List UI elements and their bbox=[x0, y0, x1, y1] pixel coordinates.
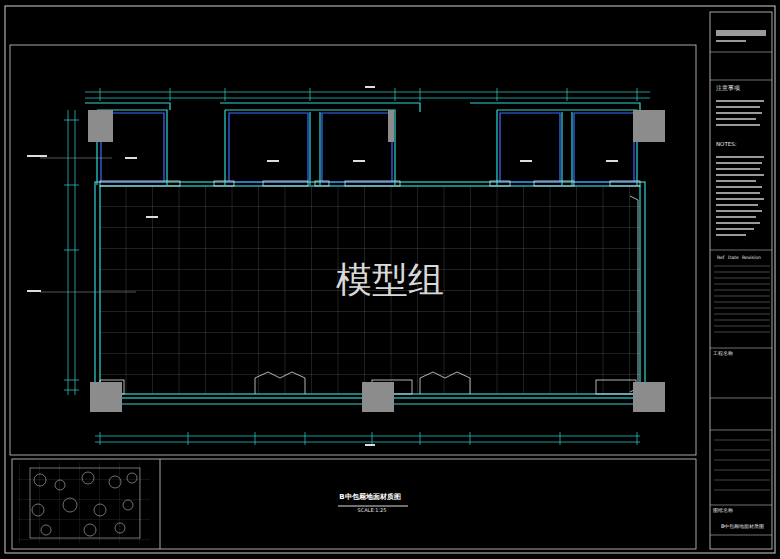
watermark: 模型组 bbox=[336, 260, 444, 300]
table-header: Ref bbox=[717, 256, 724, 261]
table-header: Date bbox=[728, 256, 739, 261]
scale-note: SCALE:1:25 bbox=[358, 508, 387, 514]
field-label: 图纸名称 bbox=[713, 508, 733, 514]
table-header: Revision bbox=[742, 256, 761, 261]
drawing-title: B中包厢地面材质图 bbox=[339, 494, 400, 502]
notes-heading: NOTES: bbox=[716, 141, 737, 147]
field-label: 工程名称 bbox=[713, 351, 733, 357]
sheet-name: B中包厢地面材质图 bbox=[721, 524, 764, 530]
notes-heading: 注意事项 bbox=[716, 85, 740, 92]
